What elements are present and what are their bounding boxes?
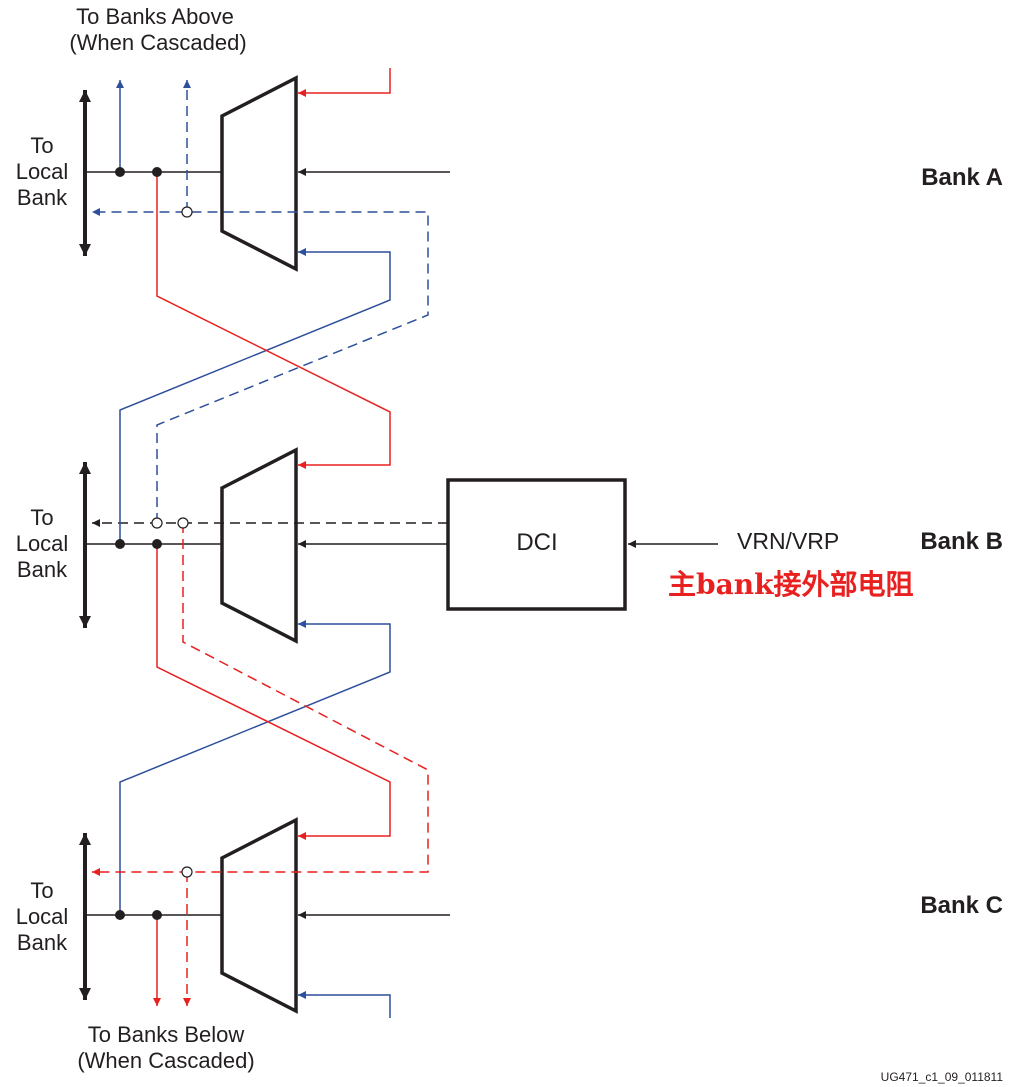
local-bank-label-c-line1: To: [30, 878, 53, 903]
banks-below-label-line2: (When Cascaded): [77, 1048, 254, 1073]
blue-b-to-a-mux: [119, 248, 391, 544]
local-bank-label-a-line1: To: [30, 133, 53, 158]
mux-bank-a: [220, 75, 298, 272]
local-bank-label-c-line2: Local: [16, 904, 69, 929]
dci-block: [446, 478, 627, 611]
local-bank-label-c: To Local Bank: [16, 878, 69, 955]
main-bank-external-resistor-note: 主bank接外部电阻: [668, 568, 913, 601]
bank-b-label: Bank B: [920, 528, 1003, 555]
banks-below-label-line1: To Banks Below: [88, 1022, 245, 1047]
local-bank-label-a: To Local Bank: [16, 133, 69, 210]
banks-above-label-line1: To Banks Above: [76, 4, 234, 29]
local-bank-label-a-line3: Bank: [17, 185, 68, 210]
junction-dot-b1: [115, 539, 125, 549]
local-bank-label-b: To Local Bank: [16, 505, 69, 582]
junction-dot-c2: [152, 910, 162, 920]
banks-above-label-line2: (When Cascaded): [69, 30, 246, 55]
junction-open-c: [181, 866, 193, 878]
local-bank-label-b-line1: To: [30, 505, 53, 530]
junction-open-b2: [177, 517, 189, 529]
vrn-vrp-label: VRN/VRP: [737, 528, 839, 554]
bank-c-label: Bank C: [920, 892, 1003, 919]
red-b-to-c-mux: [156, 544, 391, 840]
junction-open-b1: [151, 517, 163, 529]
junction-dot-a2: [152, 167, 162, 177]
red-above-to-a-mux: [298, 68, 391, 97]
junction-dot-b2: [152, 539, 162, 549]
local-bank-label-b-line3: Bank: [17, 557, 68, 582]
junction-open-a: [181, 206, 193, 218]
blue-below-to-c-mux: [298, 991, 391, 1018]
mux-bank-b: [220, 447, 298, 644]
red-a-to-b-mux: [156, 172, 391, 469]
figure-reference-id: UG471_c1_09_011811: [881, 1070, 1004, 1084]
local-bank-label-a-line2: Local: [16, 159, 69, 184]
junction-dot-c1: [115, 910, 125, 920]
local-bank-label-c-line3: Bank: [17, 930, 68, 955]
red-dashed-b-to-c-local: [92, 523, 429, 876]
junction-dot-a1: [115, 167, 125, 177]
blue-c-to-b-mux: [119, 620, 391, 915]
mux-bank-c: [220, 817, 298, 1014]
local-bank-label-b-line2: Local: [16, 531, 69, 556]
blue-dashed-b-to-a-local: [92, 208, 429, 523]
bank-a-label: Bank A: [921, 164, 1003, 191]
dci-label: DCI: [516, 529, 557, 556]
